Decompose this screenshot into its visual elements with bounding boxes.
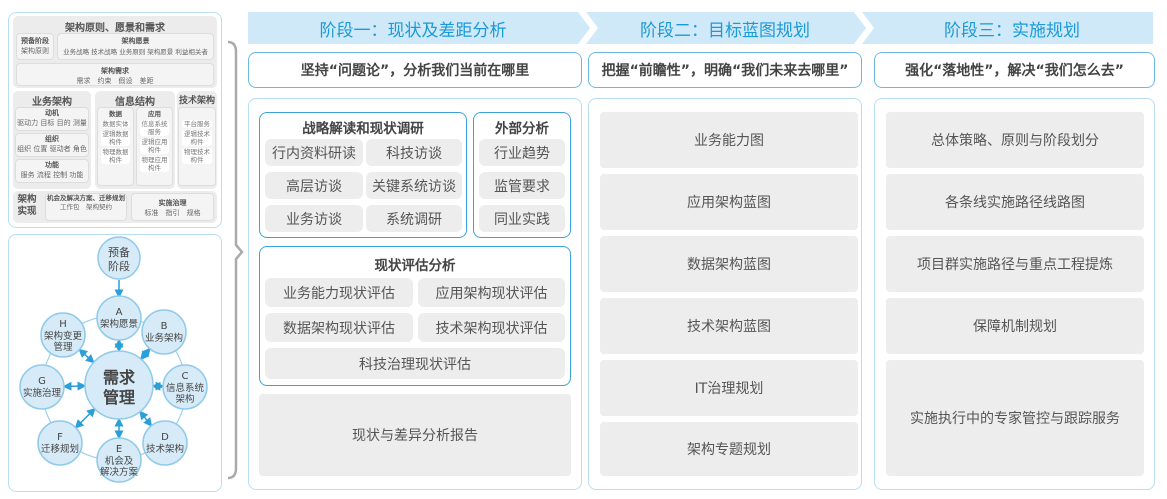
external-item: 行业趋势 — [479, 139, 565, 166]
assessment-item: 科技治理现状评估 — [265, 348, 565, 379]
motivation-box: 动机驱动力 目标 目的 测量 — [15, 107, 89, 131]
organization-box: 组织组织 位置 驱动者 角色 — [15, 133, 89, 157]
stage-1-title: 阶段一：现状及差距分析 — [319, 20, 507, 41]
stage-2-chevron — [586, 12, 866, 44]
stage-3-title: 阶段三：实施规划 — [944, 20, 1080, 41]
center-label: 需求 — [103, 368, 136, 387]
bidirectional-arrow-icon — [140, 347, 151, 361]
stage-2-item: IT治理规划 — [600, 360, 858, 416]
phase-letter: F — [57, 432, 63, 443]
strategy-item: 系统调研 — [366, 205, 462, 232]
gap-report: 现状与差异分析报告 — [259, 394, 571, 476]
assessment-item: 技术架构现状评估 — [418, 313, 565, 342]
app-box: 应用 信息系统服务逻辑应用构件物理应用构件 — [136, 107, 173, 186]
vision-box: 架构愿景业务战略 技术战略 业务原则 架构愿景 利益相关者 — [57, 33, 214, 60]
prelim-label: 阶段 — [108, 259, 130, 273]
phase-letter: H — [59, 319, 67, 330]
phase-label: 架构 — [175, 393, 194, 405]
stage-2-item: 应用架构蓝图 — [600, 174, 858, 230]
stage-2-title: 阶段二：目标蓝图规划 — [640, 20, 810, 41]
prelim-box: 预备阶段架构原则 — [16, 33, 54, 60]
stage-2-subtitle: 把握“前瞻性”，明确“我们未来去哪里” — [588, 52, 862, 88]
principles-title: 架构原则、愿景和需求 — [65, 23, 165, 34]
external-item: 监管要求 — [479, 172, 565, 199]
strategy-item: 高层访谈 — [265, 172, 363, 199]
requirements-management-node — [84, 350, 154, 420]
prelim-label: 预备 — [108, 245, 130, 259]
phase-label: 迁移规划 — [41, 443, 79, 455]
phase-label: 架构变更 — [44, 330, 83, 342]
stage-3-item: 项目群实施路径与重点工程提炼 — [886, 236, 1144, 292]
requirements-box: 架构需求需求 约束 假设 差距 — [16, 63, 214, 86]
phase-node-b — [141, 309, 187, 355]
assessment-item: 业务能力现状评估 — [265, 278, 413, 307]
phase-letter: C — [182, 371, 189, 382]
stage-2-item: 技术架构蓝图 — [600, 298, 858, 354]
assessment-title: 现状评估分析 — [374, 258, 456, 274]
data-box: 数据 数据实体逻辑数据构件物理数据构件 — [97, 107, 134, 186]
opportunity-box: 机会及解决方案、迁移规划工作包 架构契约 — [45, 193, 127, 221]
phase-label: 架构愿景 — [100, 318, 138, 330]
phase-node-g — [19, 364, 65, 410]
phase-label: 业务架构 — [145, 332, 183, 344]
center-label: 管理 — [103, 388, 135, 407]
phase-letter: A — [116, 307, 123, 318]
stage-3-subtitle: 强化“落地性”，解决“我们怎么去” — [874, 52, 1155, 88]
strategy-item: 行内资料研读 — [265, 139, 363, 166]
governance-box: 实施治理标准 指引 规格 — [131, 193, 214, 221]
principles-section: 架构原则、愿景和需求 预备阶段架构原则 架构愿景业务战略 技术战略 业务原则 架… — [13, 16, 217, 88]
stage-2-item: 业务能力图 — [600, 112, 858, 168]
stage-header-band — [248, 12, 1153, 44]
tech-box: 平台服务逻辑技术构件物理技术构件 — [178, 107, 216, 186]
phase-letter: D — [161, 432, 169, 443]
tech-section: 技术架构 平台服务逻辑技术构件物理技术构件 — [177, 91, 217, 189]
prelim-phase-node — [97, 236, 141, 280]
phase-letter: B — [161, 321, 168, 332]
external-analysis-title: 外部分析 — [495, 121, 549, 137]
stage-3-item: 各条线实施路径线路图 — [886, 174, 1144, 230]
strategy-research-box — [259, 112, 467, 238]
bidirectional-arrow-icon — [78, 348, 95, 364]
strategy-item: 科技访谈 — [366, 139, 462, 166]
stage-3-chevron — [862, 12, 1153, 44]
framework-panel: 架构原则、愿景和需求 预备阶段架构原则 架构愿景业务战略 技术战略 业务原则 架… — [8, 12, 222, 228]
stage-2-item: 数据架构蓝图 — [600, 236, 858, 292]
realization-section: 架构实现 机会及解决方案、迁移规划工作包 架构契约 实施治理标准 指引 规格 — [13, 191, 217, 223]
phase-node-e — [96, 437, 142, 483]
assessment-box — [259, 246, 571, 386]
stage-3-item: 保障机制规划 — [886, 298, 1144, 354]
assessment-item: 应用架构现状评估 — [418, 278, 565, 307]
stage-1-chevron — [248, 12, 590, 44]
external-item: 同业实践 — [479, 205, 565, 232]
info-section: 信息结构 数据 数据实体逻辑数据构件物理数据构件 应用 信息系统服务逻辑应用构件… — [95, 91, 175, 189]
phase-letter: E — [116, 444, 122, 455]
external-analysis-box — [473, 112, 571, 238]
phase-node-a — [96, 295, 142, 341]
bidirectional-arrow-icon — [139, 410, 153, 427]
business-section: 业务架构 动机驱动力 目标 目的 测量 组织组织 位置 驱动者 角色 功能服务 … — [13, 91, 91, 189]
bracket-divider — [227, 40, 244, 480]
phase-node-h — [40, 312, 86, 358]
phase-label: 机会及 — [105, 455, 134, 467]
strategy-research-title: 战略解读和现状调研 — [302, 121, 424, 137]
stage-2-item: 架构专题规划 — [600, 422, 858, 476]
bidirectional-arrow-icon — [74, 407, 96, 429]
phase-node-c — [162, 364, 208, 410]
stage-3-item: 总体策略、原则与阶段划分 — [886, 112, 1144, 168]
phase-label: 信息系统 — [166, 382, 205, 394]
phase-label: 解决方案 — [100, 466, 139, 478]
phase-letter: G — [38, 376, 46, 387]
assessment-item: 数据架构现状评估 — [265, 313, 413, 342]
function-box: 功能服务 流程 控制 功能 — [15, 159, 89, 183]
phase-node-f — [37, 420, 83, 466]
strategy-item: 业务访谈 — [265, 205, 363, 232]
phase-node-d — [142, 420, 188, 466]
stage-3-item: 实施执行中的专家管控与跟踪服务 — [886, 360, 1144, 476]
strategy-item: 关键系统访谈 — [366, 172, 462, 199]
phase-label: 管理 — [53, 341, 73, 353]
phase-label: 实施治理 — [23, 387, 62, 399]
phase-label: 技术架构 — [146, 443, 184, 455]
stage-1-subtitle: 坚持“问题论”，分析我们当前在哪里 — [248, 52, 582, 88]
